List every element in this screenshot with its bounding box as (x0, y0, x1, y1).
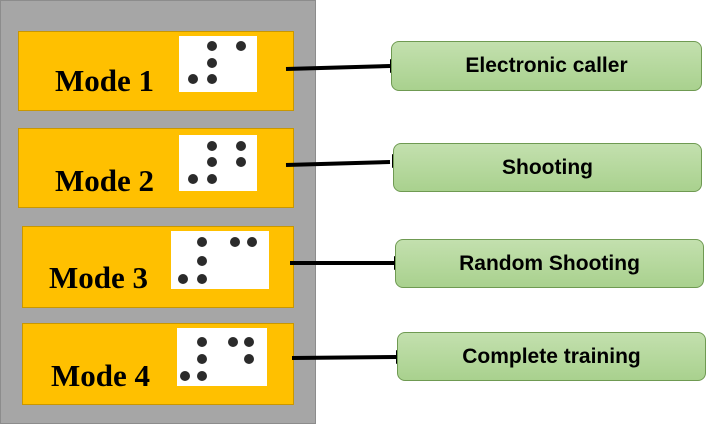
dot (180, 371, 190, 381)
dot (236, 41, 246, 51)
dot (236, 157, 246, 167)
mode-2-label: Mode 2 (55, 163, 155, 198)
dot (228, 337, 238, 347)
function-box-1: Electronic caller (391, 41, 702, 91)
function-box-4: Complete training (397, 332, 706, 381)
dot (197, 354, 207, 364)
mode-4-label: Mode 4 (51, 358, 151, 393)
function-box-2: Shooting (393, 143, 702, 192)
dot (188, 174, 198, 184)
dot (178, 274, 188, 284)
dot (197, 371, 207, 381)
mode-1-dot-pattern (179, 36, 257, 92)
dot (236, 141, 246, 151)
dot (197, 274, 207, 284)
dot (244, 337, 254, 347)
dot (207, 174, 217, 184)
mode-2-dot-pattern (179, 135, 257, 191)
mode-4-box: Mode 4 (22, 323, 294, 405)
function-label-2: Shooting (502, 155, 593, 179)
dot (197, 237, 207, 247)
function-label-1: Electronic caller (465, 54, 628, 77)
dot (244, 354, 254, 364)
dot (188, 74, 198, 84)
dot (197, 256, 207, 266)
mode-2-box: Mode 2 (18, 128, 294, 208)
mode-3-box: Mode 3 (22, 226, 294, 308)
dot (207, 74, 217, 84)
modes-panel: Mode 1 Mode 2 Mode 3 (0, 0, 316, 424)
mode-1-label: Mode 1 (55, 63, 155, 98)
mode-3-label: Mode 3 (49, 260, 149, 295)
dot (197, 337, 207, 347)
mode-4-dot-pattern (177, 328, 267, 386)
dot (207, 141, 217, 151)
function-label-4: Complete training (462, 344, 641, 368)
dot (247, 237, 257, 247)
dot (207, 58, 217, 68)
dot (230, 237, 240, 247)
mode-1-box: Mode 1 (18, 31, 294, 111)
mode-3-dot-pattern (171, 231, 269, 289)
function-label-3: Random Shooting (459, 251, 640, 275)
function-box-3: Random Shooting (395, 239, 704, 288)
dot (207, 41, 217, 51)
dot (207, 157, 217, 167)
